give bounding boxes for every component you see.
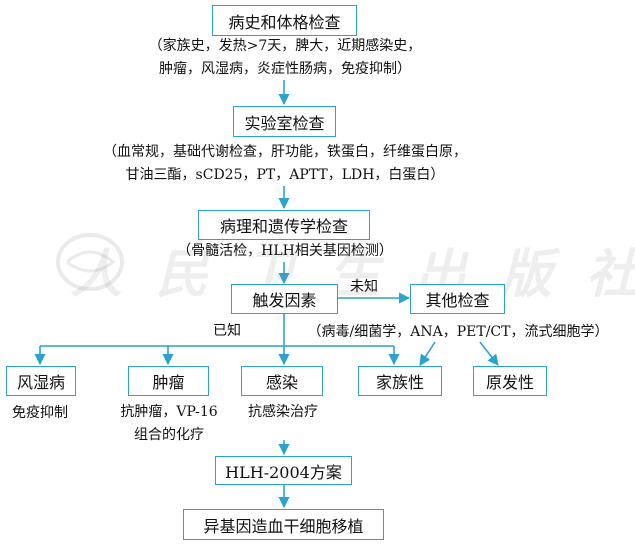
note-lab-line2: 甘油三酯，sCD25，PT，APTT，LDH，白蛋白） [125,167,445,183]
node-rheumatic: 风湿病 [6,366,76,396]
node-infection: 感染 [241,366,323,396]
note-tumor: 抗肿瘤，VP-16 组合的化疗 [100,401,238,447]
node-trigger-factors: 触发因素 [231,284,338,314]
node-lab-tests: 实验室检查 [233,106,336,137]
node-pathology-genetics: 病理和遗传学检查 [198,210,370,240]
note-history-line1: （家族史，发热>7天，脾大，近期感染史， [148,38,422,54]
note-lab: （血常规，基础代谢检查，肝功能，铁蛋白，纤维蛋白原， 甘油三酯，sCD25，PT… [30,141,540,187]
note-tumor-line2: 组合的化疗 [134,427,204,443]
note-tumor-line1: 抗肿瘤，VP-16 [120,404,218,420]
node-history-exam: 病史和体格检查 [212,5,357,36]
node-allo-hsct: 异基因造血干细胞移植 [183,509,384,540]
node-primary: 原发性 [473,366,547,396]
edge-label-unknown: 未知 [350,279,378,295]
arrow-other-to-familial [419,341,436,366]
node-familial: 家族性 [358,366,442,396]
publisher-logo-watermark [56,233,124,291]
note-rheumatic: 免疫抑制 [12,405,68,421]
note-history-line2: 肿瘤，风湿病，炎症性肠病，免疫抑制） [159,61,411,77]
edge-label-known: 已知 [213,323,241,339]
node-other-tests: 其他检查 [410,284,505,314]
node-tumor: 肿瘤 [128,366,209,396]
note-other: （病毒/细菌学，ANA，PET/CT，流式细胞学） [307,324,609,340]
note-lab-line1: （血常规，基础代谢检查，肝功能，铁蛋白，纤维蛋白原， [103,144,467,160]
arrow-other-to-primary [479,341,499,366]
publisher-watermark: 人民卫生出版社 [70,244,635,305]
node-hlh2004-protocol: HLH-2004方案 [215,456,352,485]
note-pathology: （骨髓活检，HLH相关基因检测） [177,243,393,259]
note-history: （家族史，发热>7天，脾大，近期感染史， 肿瘤，风湿病，炎症性肠病，免疫抑制） [80,35,490,81]
note-infection: 抗感染治疗 [248,404,318,420]
